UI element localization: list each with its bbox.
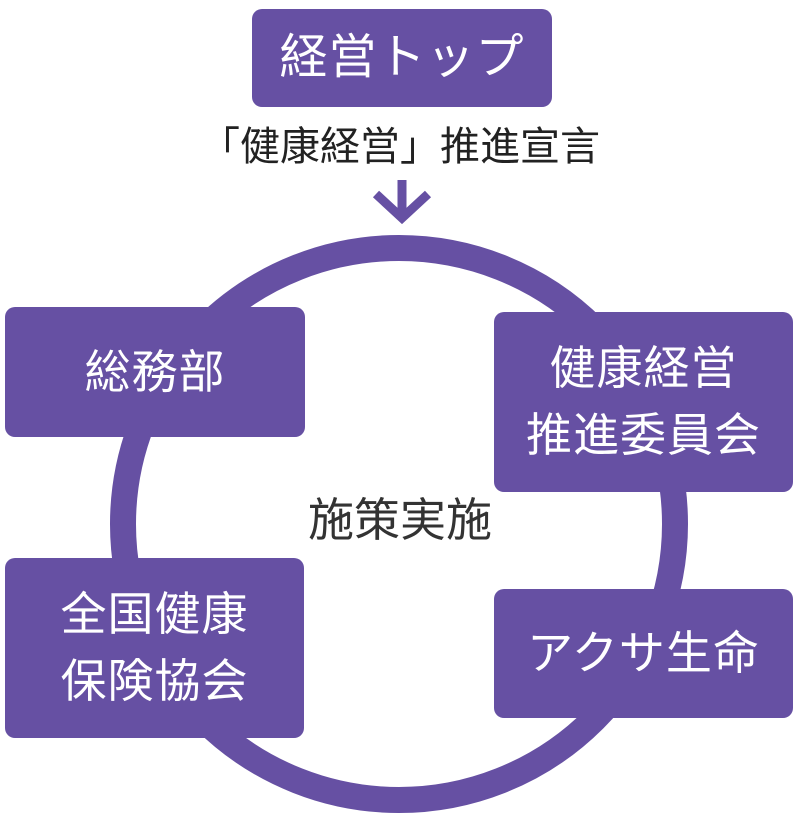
node-label-line: 健康経営 <box>549 341 738 396</box>
node-label-line: 保険協会 <box>60 654 249 708</box>
cycle-center-label: 施策実施 <box>308 493 492 547</box>
node-label-line: 全国健康 <box>60 587 249 642</box>
node-label-line: 総務部 <box>84 344 226 399</box>
node-general-affairs: 総務部 <box>5 307 305 437</box>
node-label-line: 推進委員会 <box>526 408 761 462</box>
arrow-down-icon <box>372 180 432 225</box>
top-management-box: 経営トップ <box>252 9 552 107</box>
node-health-insurance-association: 全国健康 保険協会 <box>5 558 304 738</box>
cycle-ring <box>110 235 688 813</box>
declaration-text: 「健康経営」推進宣言 <box>200 124 600 170</box>
node-health-committee: 健康経営 推進委員会 <box>494 312 793 492</box>
node-axa-life: アクサ生命 <box>494 589 793 718</box>
top-management-label: 経営トップ <box>279 29 525 86</box>
node-label-line: アクサ生命 <box>527 626 760 681</box>
